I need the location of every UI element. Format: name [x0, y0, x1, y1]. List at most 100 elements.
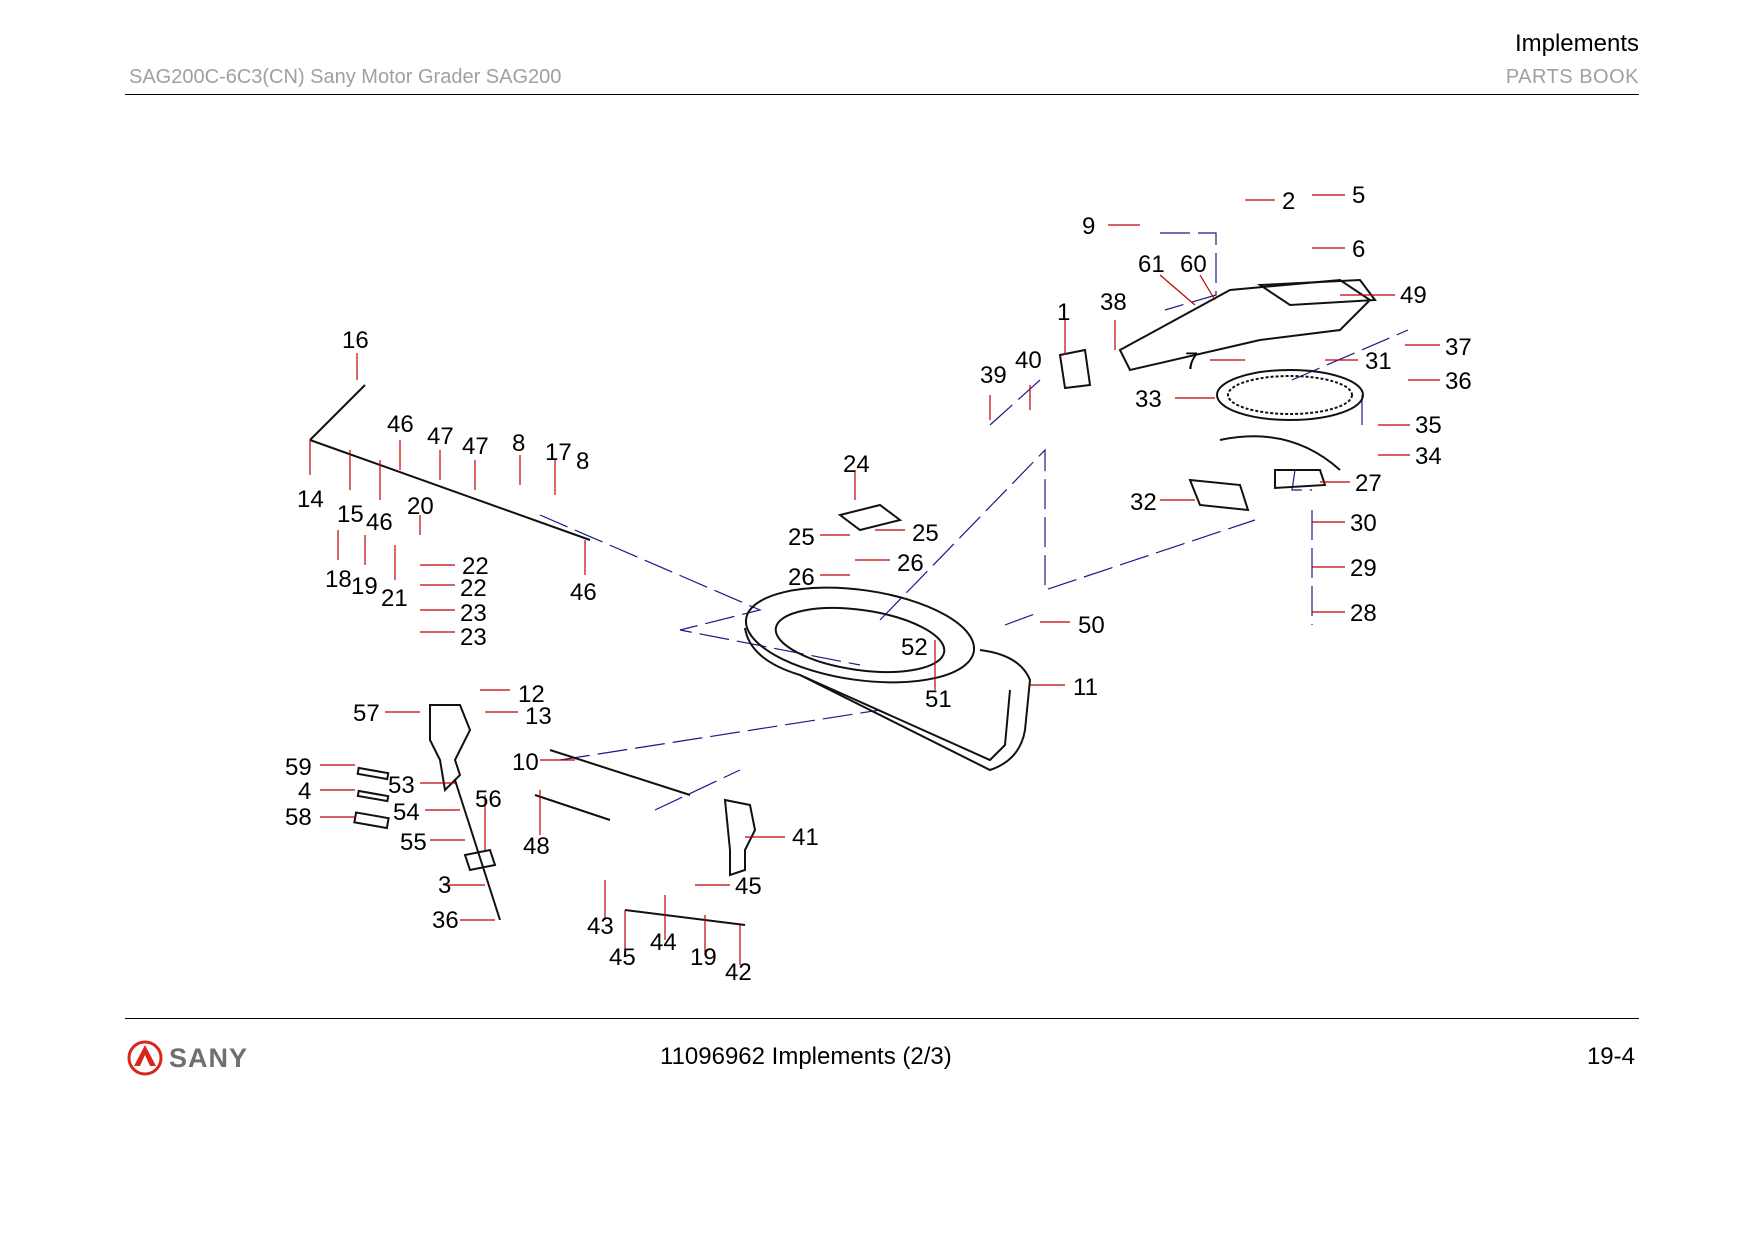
drawbar-arm: [799, 674, 1011, 762]
callout: 59: [285, 754, 312, 781]
callout: 16: [342, 327, 369, 354]
callout: 45: [735, 873, 762, 900]
callout: 30: [1350, 510, 1377, 537]
callout: 3: [438, 872, 451, 899]
shaft-10: [549, 749, 691, 796]
callout: 46: [366, 509, 393, 536]
pin-shaft-14: [309, 439, 591, 541]
pin-shaft-3: [454, 779, 501, 921]
callout: 33: [1135, 386, 1162, 413]
callout: 27: [1355, 470, 1382, 497]
callout: 17: [545, 439, 572, 466]
turntable-body: [744, 627, 1032, 772]
callout: 18: [325, 566, 352, 593]
turntable-outer: [744, 586, 976, 684]
callout: 45: [609, 944, 636, 971]
callout: 7: [1185, 348, 1198, 375]
callout: 47: [462, 433, 489, 460]
callout: 40: [1015, 347, 1042, 374]
callout: 5: [1352, 182, 1365, 209]
callout: 34: [1415, 443, 1442, 470]
callout: 22: [460, 575, 487, 602]
callout: 58: [285, 804, 312, 831]
callout: 29: [1350, 555, 1377, 582]
callout: 49: [1400, 282, 1427, 309]
callout: 14: [297, 486, 324, 513]
callout: 57: [353, 700, 380, 727]
callout: 42: [725, 959, 752, 986]
callout: 53: [388, 772, 415, 799]
sany-logo-mark-icon: [127, 1040, 163, 1076]
callout: 15: [337, 501, 364, 528]
callout: 23: [460, 600, 487, 627]
a-frame: [1118, 278, 1372, 372]
callout: 25: [788, 524, 815, 551]
callout: 26: [897, 550, 924, 577]
page-caption: 11096962 Implements (2/3): [660, 1043, 952, 1070]
callout: 55: [400, 829, 427, 856]
callout: 43: [587, 913, 614, 940]
brand-name: SANY: [169, 1042, 249, 1073]
callout: 23: [460, 624, 487, 651]
callout: 54: [393, 799, 420, 826]
model-title: SAG200C-6C3(CN) Sany Motor Grader SAG200: [129, 66, 562, 88]
callout: 56: [475, 786, 502, 813]
callout: 19: [690, 944, 717, 971]
callout: 51: [925, 686, 952, 713]
footer-rule: [125, 1018, 1639, 1019]
callout: 10: [512, 749, 539, 776]
sany-logo: SANY: [127, 1040, 248, 1076]
callout: 48: [523, 833, 550, 860]
bracket-56: [463, 848, 497, 872]
callout: 39: [980, 362, 1007, 389]
callout: 4: [298, 778, 311, 805]
bracket-57: [429, 704, 472, 793]
callout: 19: [351, 573, 378, 600]
shaft-48: [534, 794, 611, 821]
header-rule: [125, 94, 1639, 95]
callout: 25: [912, 520, 939, 547]
callout: 12: [518, 681, 545, 708]
callout: 36: [1445, 368, 1472, 395]
ring-gear-inner: [1227, 375, 1353, 415]
section-title: Implements: [1514, 30, 1639, 57]
callout: 38: [1100, 289, 1127, 316]
callout: 1: [1057, 299, 1070, 326]
callout: 22: [462, 553, 489, 580]
callout: 8: [512, 430, 525, 457]
pin-16: [309, 384, 366, 441]
callout: 31: [1365, 348, 1392, 375]
callout: 20: [407, 493, 434, 520]
plate-4: [356, 789, 390, 803]
callout: 46: [387, 411, 414, 438]
callout: 6: [1352, 236, 1365, 263]
part-drawings: [309, 278, 1377, 926]
callout: 60: [1180, 251, 1207, 278]
callout: 50: [1078, 612, 1105, 639]
page-number: 19-4: [1586, 1043, 1635, 1070]
assembly-link-lines: [539, 232, 1409, 811]
turntable-inner: [774, 607, 946, 673]
bracket-1: [1058, 348, 1092, 390]
callout: 46: [570, 579, 597, 606]
callout: 41: [792, 824, 819, 851]
callout: 21: [381, 585, 408, 612]
callout: 13: [525, 703, 552, 730]
callout: 44: [650, 929, 677, 956]
callout-leaders: [309, 194, 1440, 965]
callout: 37: [1445, 334, 1472, 361]
wear-segment: [1219, 435, 1341, 471]
bracket-24: [837, 503, 903, 532]
callout: 9: [1082, 213, 1095, 240]
callout: 8: [576, 448, 589, 475]
book-title: PARTS BOOK: [1505, 66, 1639, 88]
callout: 28: [1350, 600, 1377, 627]
callout: 36: [432, 907, 459, 934]
wear-plate-27: [1274, 469, 1327, 490]
callout: 24: [843, 451, 870, 478]
plate-58: [353, 811, 390, 830]
callout: 47: [427, 423, 454, 450]
wear-plate-32: [1188, 478, 1250, 512]
pin-shaft-43: [624, 909, 746, 926]
